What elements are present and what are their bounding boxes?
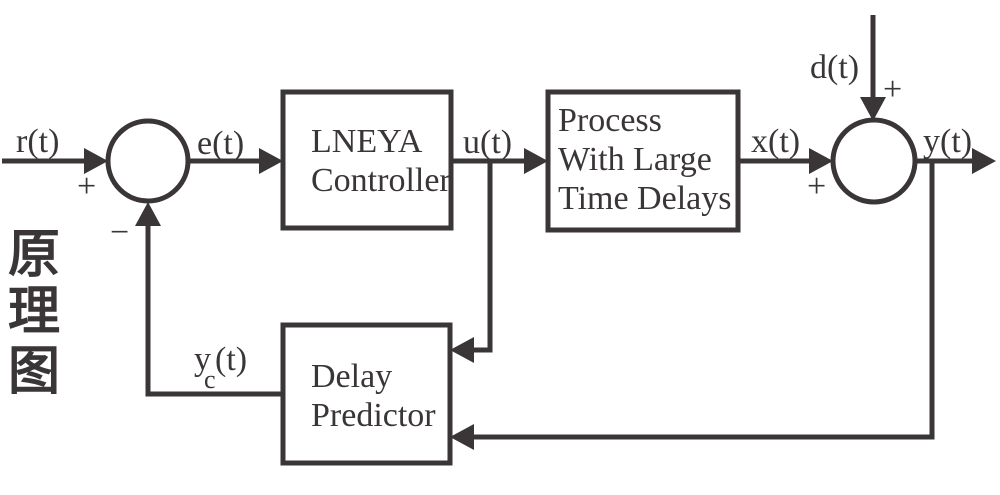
controller-block <box>280 89 454 231</box>
arrowhead-output-into-predictor <box>450 424 474 450</box>
arrowhead-into-process <box>524 148 548 174</box>
signal-label-x: x(t) <box>751 123 800 160</box>
arrowhead-into-controller <box>259 148 283 174</box>
right-summing-junction <box>830 117 918 205</box>
signal-label-yc-base: y <box>194 341 211 378</box>
signal-label-d: d(t) <box>810 49 859 86</box>
predictor-label-line1: Delay <box>311 358 392 395</box>
arrowhead-control-into-predictor <box>450 337 474 363</box>
process-label-line1: Process <box>558 102 662 139</box>
sign-plus-reference: + <box>77 168 96 205</box>
predictor-label-line2: Predictor <box>311 397 436 434</box>
arrowhead-feedback-up <box>135 202 161 226</box>
signal-label-yc-sub: c <box>204 365 216 394</box>
signal-label-r: r(t) <box>16 123 59 160</box>
arrowhead-output <box>972 148 996 174</box>
sign-minus-feedback: − <box>110 214 129 251</box>
signal-label-yc-paren: (t) <box>215 341 247 378</box>
wire-predictor-feedback <box>145 225 283 397</box>
side-title-char-1: 原 <box>8 225 60 285</box>
arrowhead-disturbance-down <box>860 97 886 121</box>
wire-control-branch-to-predictor <box>471 161 493 353</box>
wire-output-branch-to-predictor <box>471 161 935 440</box>
process-label-line2: With Large <box>558 141 712 178</box>
arrowhead-into-left-summer <box>84 148 108 174</box>
sign-plus-process: + <box>807 168 826 205</box>
signal-label-y: y(t) <box>923 123 972 160</box>
side-title-char-2: 理 <box>8 282 60 342</box>
controller-label-line2: Controller <box>311 162 451 199</box>
left-summing-junction <box>105 118 191 204</box>
process-block <box>545 89 741 233</box>
process-label-line3: Time Delays <box>558 180 731 217</box>
predictor-block <box>280 322 453 466</box>
arrowhead-into-right-summer <box>809 148 833 174</box>
signal-label-u: u(t) <box>463 124 512 161</box>
signal-label-e: e(t) <box>197 125 244 162</box>
side-title-char-3: 图 <box>8 342 60 402</box>
sign-plus-disturbance: + <box>883 71 902 108</box>
controller-label-line1: LNEYA <box>311 123 423 160</box>
